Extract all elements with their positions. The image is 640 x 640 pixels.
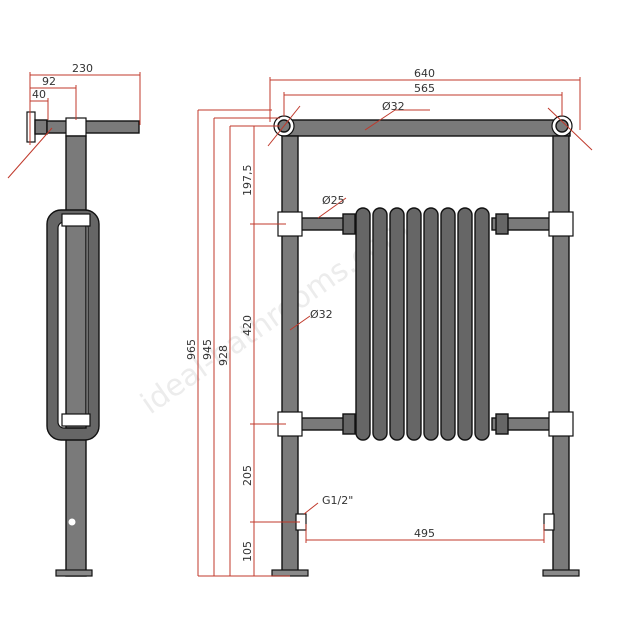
left-lower-fitting (277, 411, 303, 437)
radiator-column (457, 207, 473, 441)
dim-105-label: 105 (241, 541, 254, 562)
radiator-column (423, 207, 439, 441)
left-foot (271, 569, 309, 577)
dim-565-label: 565 (414, 82, 435, 95)
top-right-centre-mark (547, 107, 593, 151)
dim-230-label: 230 (72, 62, 93, 75)
right-upper-fitting (548, 211, 574, 237)
dim-thread-leader (303, 502, 319, 515)
right-lower-fitting (548, 411, 574, 437)
dim-928-label: 928 (217, 345, 230, 366)
right-foot (542, 569, 580, 577)
radiator-columns (355, 207, 490, 441)
side-upright-inner (65, 221, 87, 429)
front-view: 640 565 Ø32 Ø25 Ø32 G1/2" 495 965 (185, 67, 593, 577)
dim-upright-dia-label: Ø32 (310, 308, 333, 321)
radiator-column (406, 207, 422, 441)
side-top-rail (46, 120, 140, 134)
dim-420-label: 420 (241, 315, 254, 336)
radiator-column (474, 207, 490, 441)
top-right-cap-inner (555, 119, 569, 133)
dim-rail-leader (364, 109, 396, 131)
top-left-centre-mark (267, 105, 301, 147)
side-centre-mark (7, 127, 53, 179)
radiator-column (440, 207, 456, 441)
radiator-column (355, 207, 371, 441)
column-lower-left-nut (342, 413, 356, 435)
radiator-column (372, 207, 388, 441)
front-top-rail (281, 119, 571, 137)
side-wall-plate (26, 111, 36, 143)
radiator-column (389, 207, 405, 441)
dim-197-label: 197,5 (241, 165, 254, 197)
dim-945-label: 945 (201, 339, 214, 360)
side-upper-fitting (61, 213, 91, 227)
side-valve-marker (67, 517, 77, 527)
dim-92-label: 92 (42, 75, 56, 88)
side-wall-spacer (34, 119, 48, 135)
side-top-tee (65, 117, 87, 137)
side-lower-fitting (61, 413, 91, 427)
dim-upright-leader (289, 315, 311, 331)
dim-rail-dia-label: Ø32 (382, 100, 405, 113)
right-inlet-valve (543, 513, 555, 531)
dim-965-label: 965 (185, 339, 198, 360)
column-upper-left-nut (342, 213, 356, 235)
column-lower-right-nut (495, 413, 509, 435)
right-upright (552, 135, 570, 573)
dim-thread-label: G1/2" (322, 494, 353, 507)
side-view: 230 92 40 (7, 62, 141, 577)
dim-valve-leader (317, 197, 347, 219)
dim-495-label: 495 (414, 527, 435, 540)
side-foot (55, 569, 93, 577)
dim-valve-dia-label: Ø25 (322, 194, 345, 207)
left-upright (281, 135, 299, 573)
dim-205-label: 205 (241, 465, 254, 486)
column-upper-right-nut (495, 213, 509, 235)
dim-640-label: 640 (414, 67, 435, 80)
dim-40-label: 40 (32, 88, 46, 101)
